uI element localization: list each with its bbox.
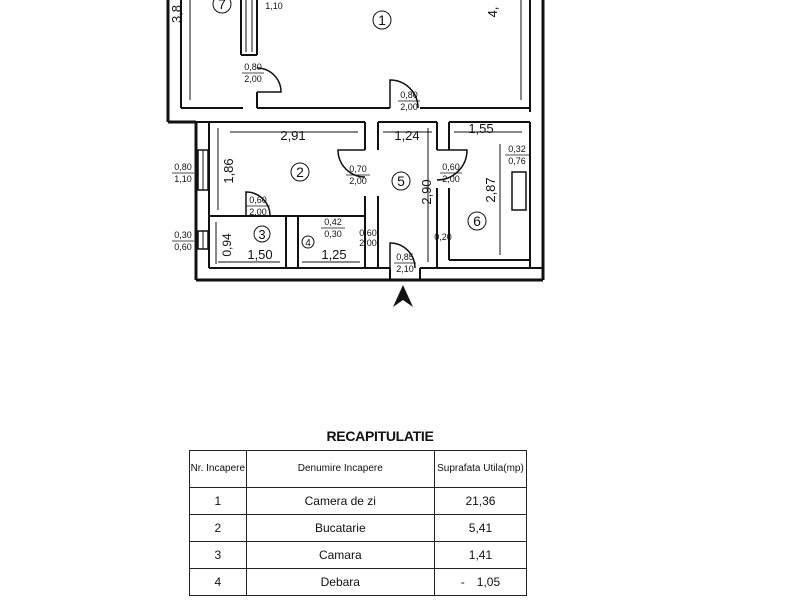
door-main	[389, 242, 416, 269]
dim-r7-side: 3,8	[169, 5, 184, 23]
room-circle-2	[290, 162, 310, 182]
opening-labels: 1,10 0,80 2,00 0,80 2,00 0,70 2,00 0,60 …	[172, 1, 529, 274]
kitchen-door-height: 2,00	[349, 176, 367, 186]
room-number-2: 2	[296, 164, 304, 180]
room-number-1: 1	[378, 12, 386, 28]
room-circle-7	[212, 0, 232, 14]
room-numbers: 7 1 2 3 4 5 6	[212, 0, 487, 249]
entry1-height: 2,00	[400, 102, 418, 112]
room-circle-4	[301, 235, 315, 249]
room-number-3: 3	[258, 227, 265, 242]
room-number-4: 4	[305, 238, 311, 249]
kitchen-window-width: 0,80	[174, 162, 192, 172]
dimension-labels: 3,8 4, 2,91 1,24 1,55 1,86 2,90 2,87 0,9…	[169, 5, 500, 262]
closet-window-height: 0,30	[324, 229, 342, 239]
door-kitchen	[337, 149, 366, 178]
dim-r1-side: 4,	[485, 7, 500, 18]
room-number-6: 6	[473, 213, 481, 229]
kitchen-door-width: 0,70	[349, 164, 367, 174]
entrance-arrow-icon	[393, 285, 413, 307]
dim-kitchen-height: 1,86	[221, 158, 236, 183]
top-window-height: 1,10	[265, 1, 283, 11]
door-bath	[436, 149, 468, 181]
kitchen-window-height: 1,10	[174, 174, 192, 184]
closet-window-width: 0,42	[324, 217, 342, 227]
pantry-window-width: 0,30	[174, 230, 192, 240]
bath-door-width: 0,60	[442, 162, 460, 172]
room-circle-6	[467, 211, 487, 231]
dimension-lines	[189, 0, 522, 264]
dim-pantry-width: 1,50	[247, 247, 272, 262]
dim-bath-height: 2,87	[483, 177, 498, 202]
d7-height: 2,00	[244, 74, 262, 84]
bath-door-height: 2,00	[442, 174, 460, 184]
dim-kitchen-width: 2,91	[280, 128, 305, 143]
room-circle-1	[372, 10, 392, 30]
closet-door-width: 0,60	[359, 228, 377, 238]
entry1-width: 0,80	[400, 90, 418, 100]
closet-door-height: 2,00	[359, 238, 377, 248]
dim-bath-width: 1,55	[468, 121, 493, 136]
room-number-5: 5	[397, 173, 405, 189]
walls	[166, 0, 545, 282]
d7-width: 0,80	[244, 62, 262, 72]
dim-hall-height: 2,90	[419, 179, 434, 204]
windows	[197, 149, 527, 250]
bath-window-height: 0,76	[508, 156, 526, 166]
room-circle-5	[391, 171, 411, 191]
room-number-7: 7	[218, 0, 226, 12]
pantry-window-height: 0,60	[174, 242, 192, 252]
doors	[245, 67, 468, 269]
door-kitchen-pantry	[245, 191, 271, 217]
kp-door-width: 0,60	[249, 195, 267, 205]
dim-niche-width: 0,20	[434, 232, 452, 242]
main-door-height: 2,10	[396, 264, 414, 274]
dim-hall-width: 1,24	[394, 128, 419, 143]
dim-closet-width: 1,25	[321, 247, 346, 262]
kp-door-height: 2,00	[249, 207, 267, 217]
dim-pantry-height: 0,94	[220, 233, 234, 257]
bath-window	[511, 171, 527, 211]
main-door-width: 0,85	[396, 252, 414, 262]
room-circle-3	[253, 225, 271, 243]
bath-window-width: 0,32	[508, 144, 526, 154]
door-entry-1	[389, 79, 419, 109]
door-7	[256, 67, 282, 93]
